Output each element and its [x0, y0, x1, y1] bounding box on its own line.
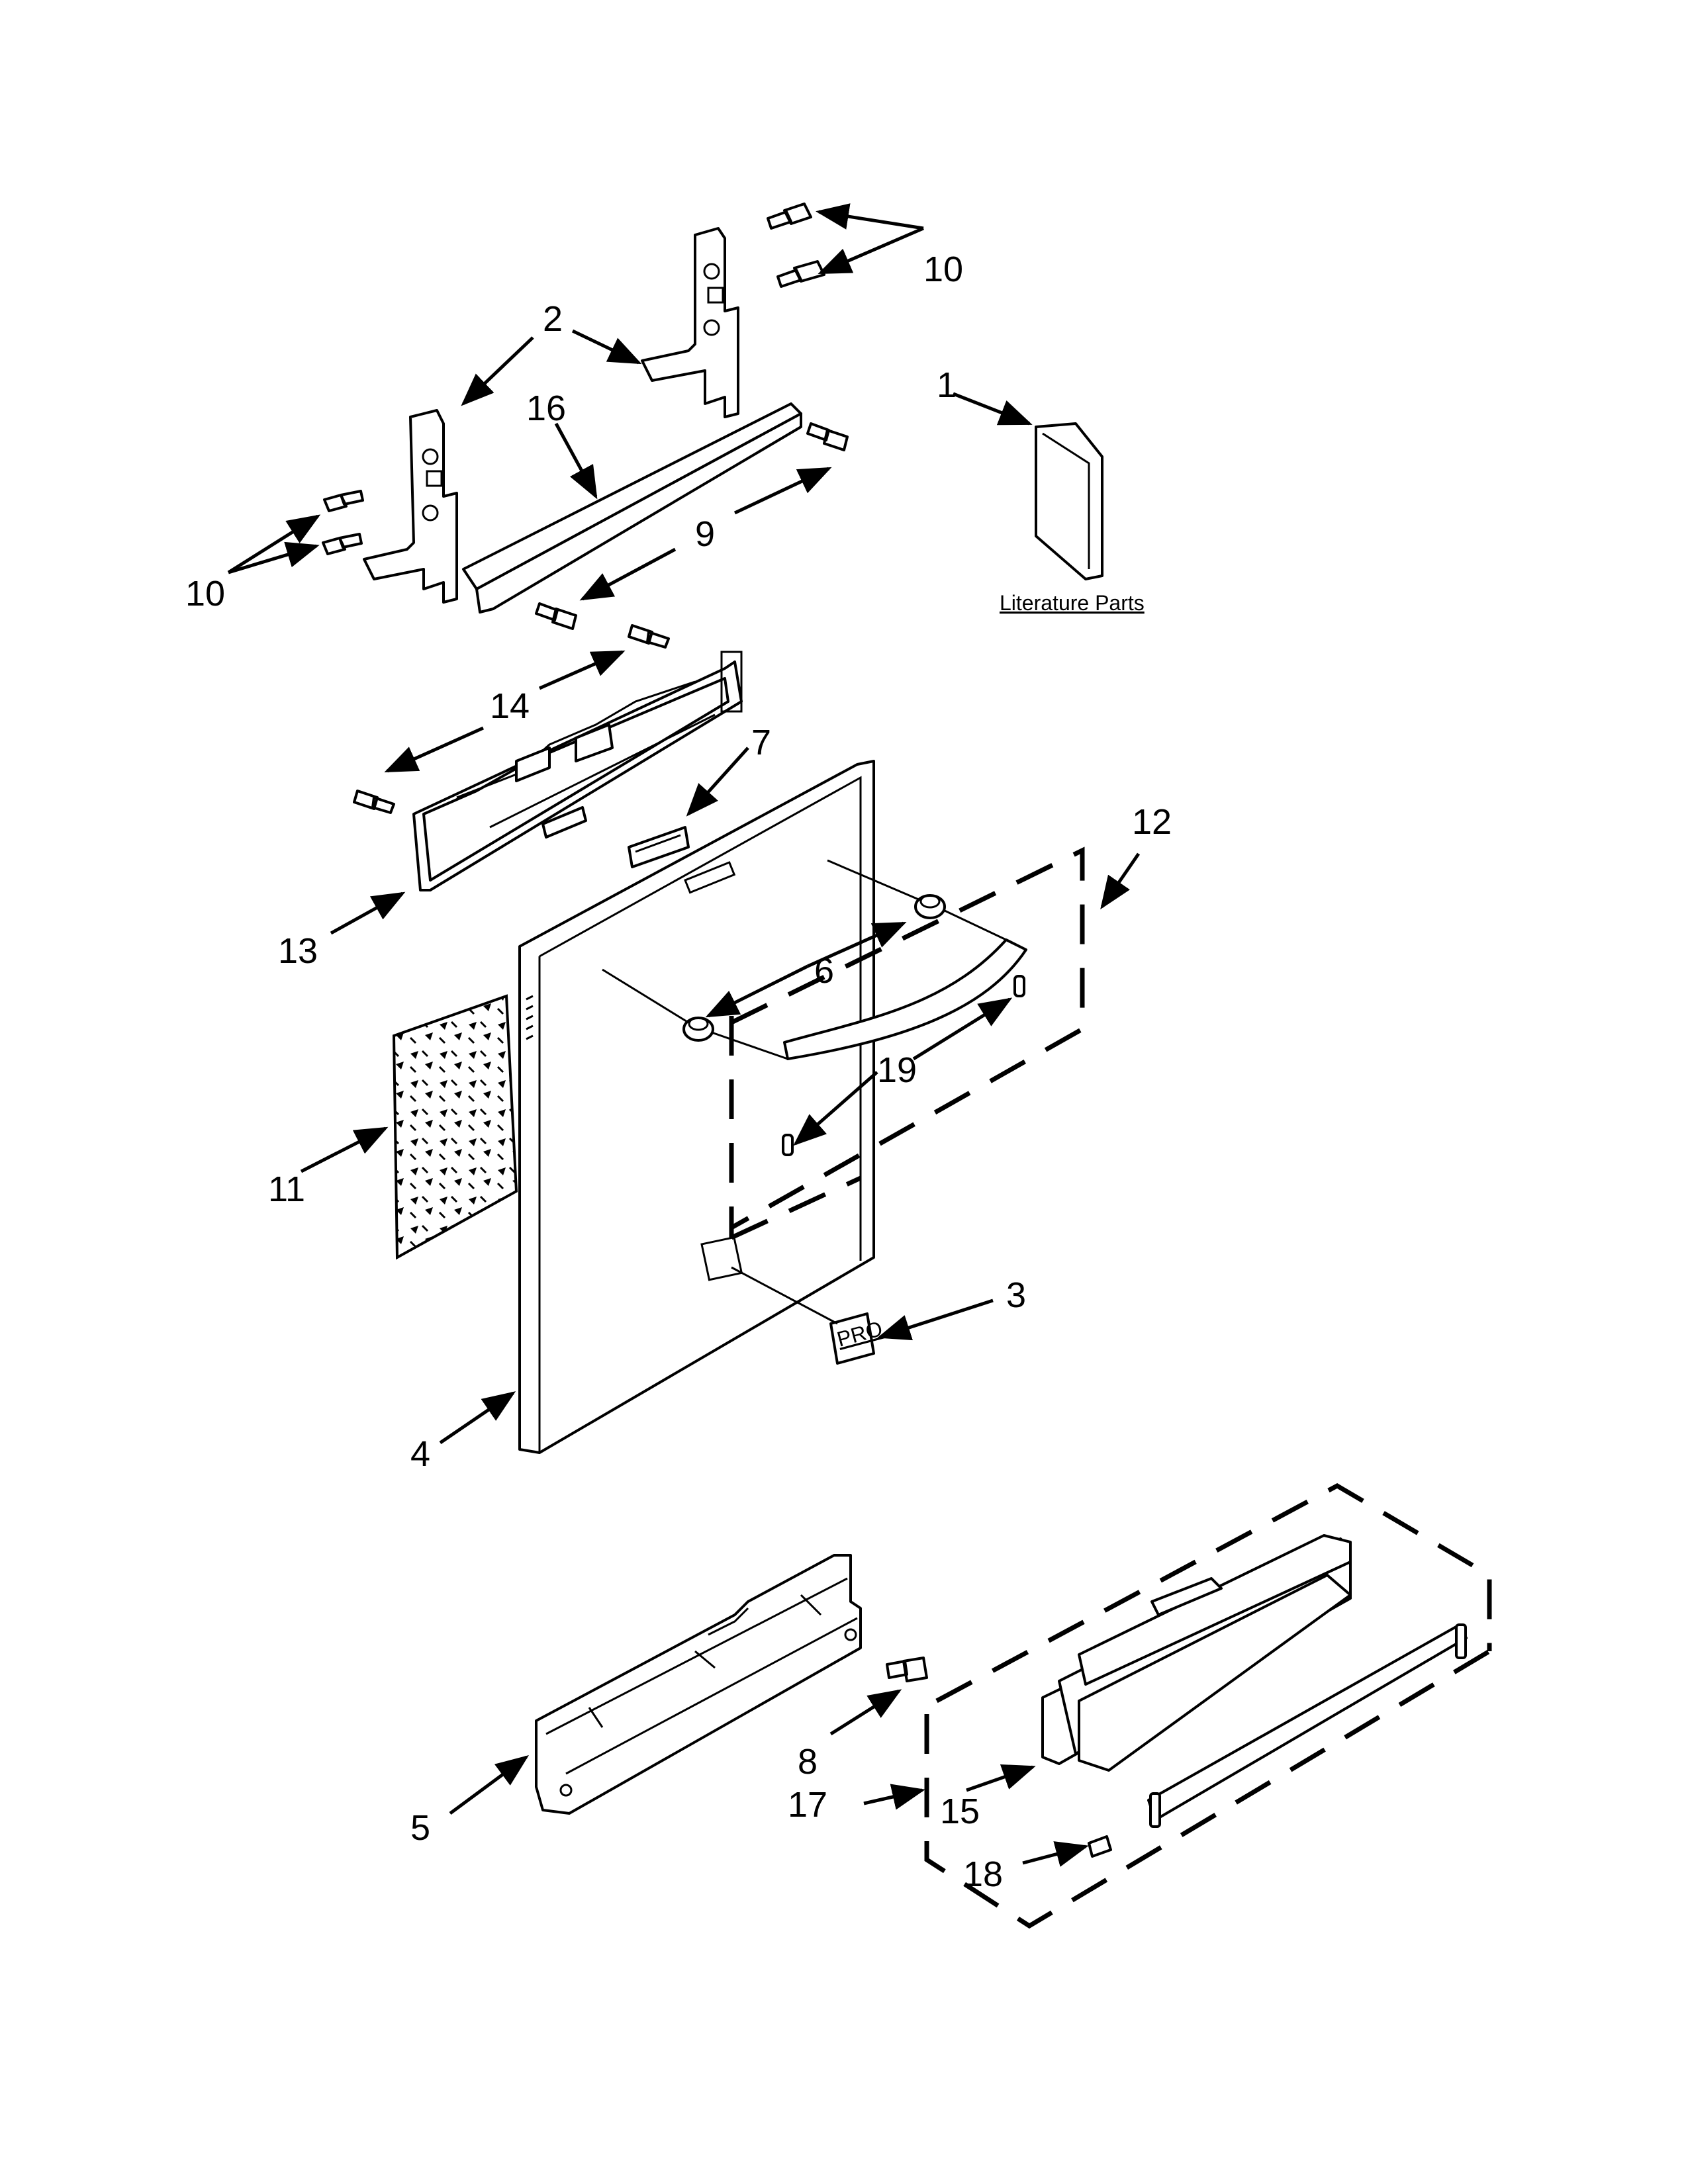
callout-9: 9	[695, 514, 715, 554]
literature-booklet	[1035, 422, 1103, 580]
handle-mount-right-leader	[827, 859, 921, 901]
callout-5: 5	[410, 1808, 430, 1848]
screw-8	[886, 1657, 928, 1682]
callout-7: 7	[751, 723, 771, 762]
handle-axis-left	[711, 1031, 788, 1060]
handle-mount-right	[914, 894, 946, 919]
handle-axis-right	[943, 909, 1007, 941]
clip-18	[1088, 1835, 1112, 1858]
door-panel	[518, 760, 875, 1454]
callout-19: 19	[877, 1050, 917, 1090]
callout-3: 3	[1006, 1275, 1026, 1315]
toe-kick-panel	[1041, 1534, 1352, 1772]
control-console	[412, 651, 743, 891]
vent-trim	[628, 826, 690, 868]
door-handle	[783, 938, 1027, 1060]
screw-10-left-a	[323, 490, 364, 512]
callouts: 10 2 16 1 9 10 Literature Parts 14 7 12 …	[185, 250, 1172, 1894]
screw-14-left	[353, 790, 395, 814]
handle-mount-left	[682, 1017, 714, 1042]
callout-6: 6	[814, 951, 834, 991]
leader-lines	[227, 203, 1141, 1867]
callout-13: 13	[278, 931, 318, 971]
callout-16: 16	[526, 388, 566, 428]
callout-14: 14	[490, 686, 530, 726]
screw-10-left-b	[322, 533, 363, 555]
screw-10-top-b	[776, 260, 825, 288]
callout-10-top: 10	[923, 250, 963, 289]
screw-14-right	[628, 624, 670, 649]
callout-2: 2	[543, 299, 563, 339]
screw-10-top-a	[767, 203, 812, 230]
callout-8: 8	[798, 1742, 818, 1782]
toe-kick-kit-outline	[924, 1482, 1492, 1929]
callout-15: 15	[940, 1792, 980, 1831]
mounting-bracket-right	[641, 227, 739, 418]
toe-kick-strip	[1147, 1623, 1468, 1828]
callout-11: 11	[268, 1169, 305, 1209]
set-screw-left	[782, 1134, 794, 1156]
handle-mount-left-leader	[602, 968, 689, 1024]
pro-badge: PRO	[829, 1312, 885, 1365]
support-rail	[462, 402, 802, 614]
screw-9-left	[535, 602, 577, 630]
set-screw-right	[1013, 975, 1025, 997]
literature-label: Literature Parts	[1000, 591, 1145, 615]
handle-kit-outline	[729, 846, 1085, 1240]
mounting-bracket-left	[363, 409, 458, 604]
callout-10-left: 10	[185, 574, 225, 614]
screw-9-right	[806, 422, 849, 451]
mesh-panel	[392, 994, 518, 1260]
toe-panel-bracket	[535, 1554, 862, 1815]
callout-18: 18	[963, 1854, 1003, 1894]
callout-1: 1	[937, 365, 957, 405]
callout-12: 12	[1132, 802, 1172, 842]
badge-leader	[731, 1266, 838, 1325]
callout-4: 4	[410, 1434, 430, 1474]
callout-17: 17	[788, 1785, 827, 1825]
